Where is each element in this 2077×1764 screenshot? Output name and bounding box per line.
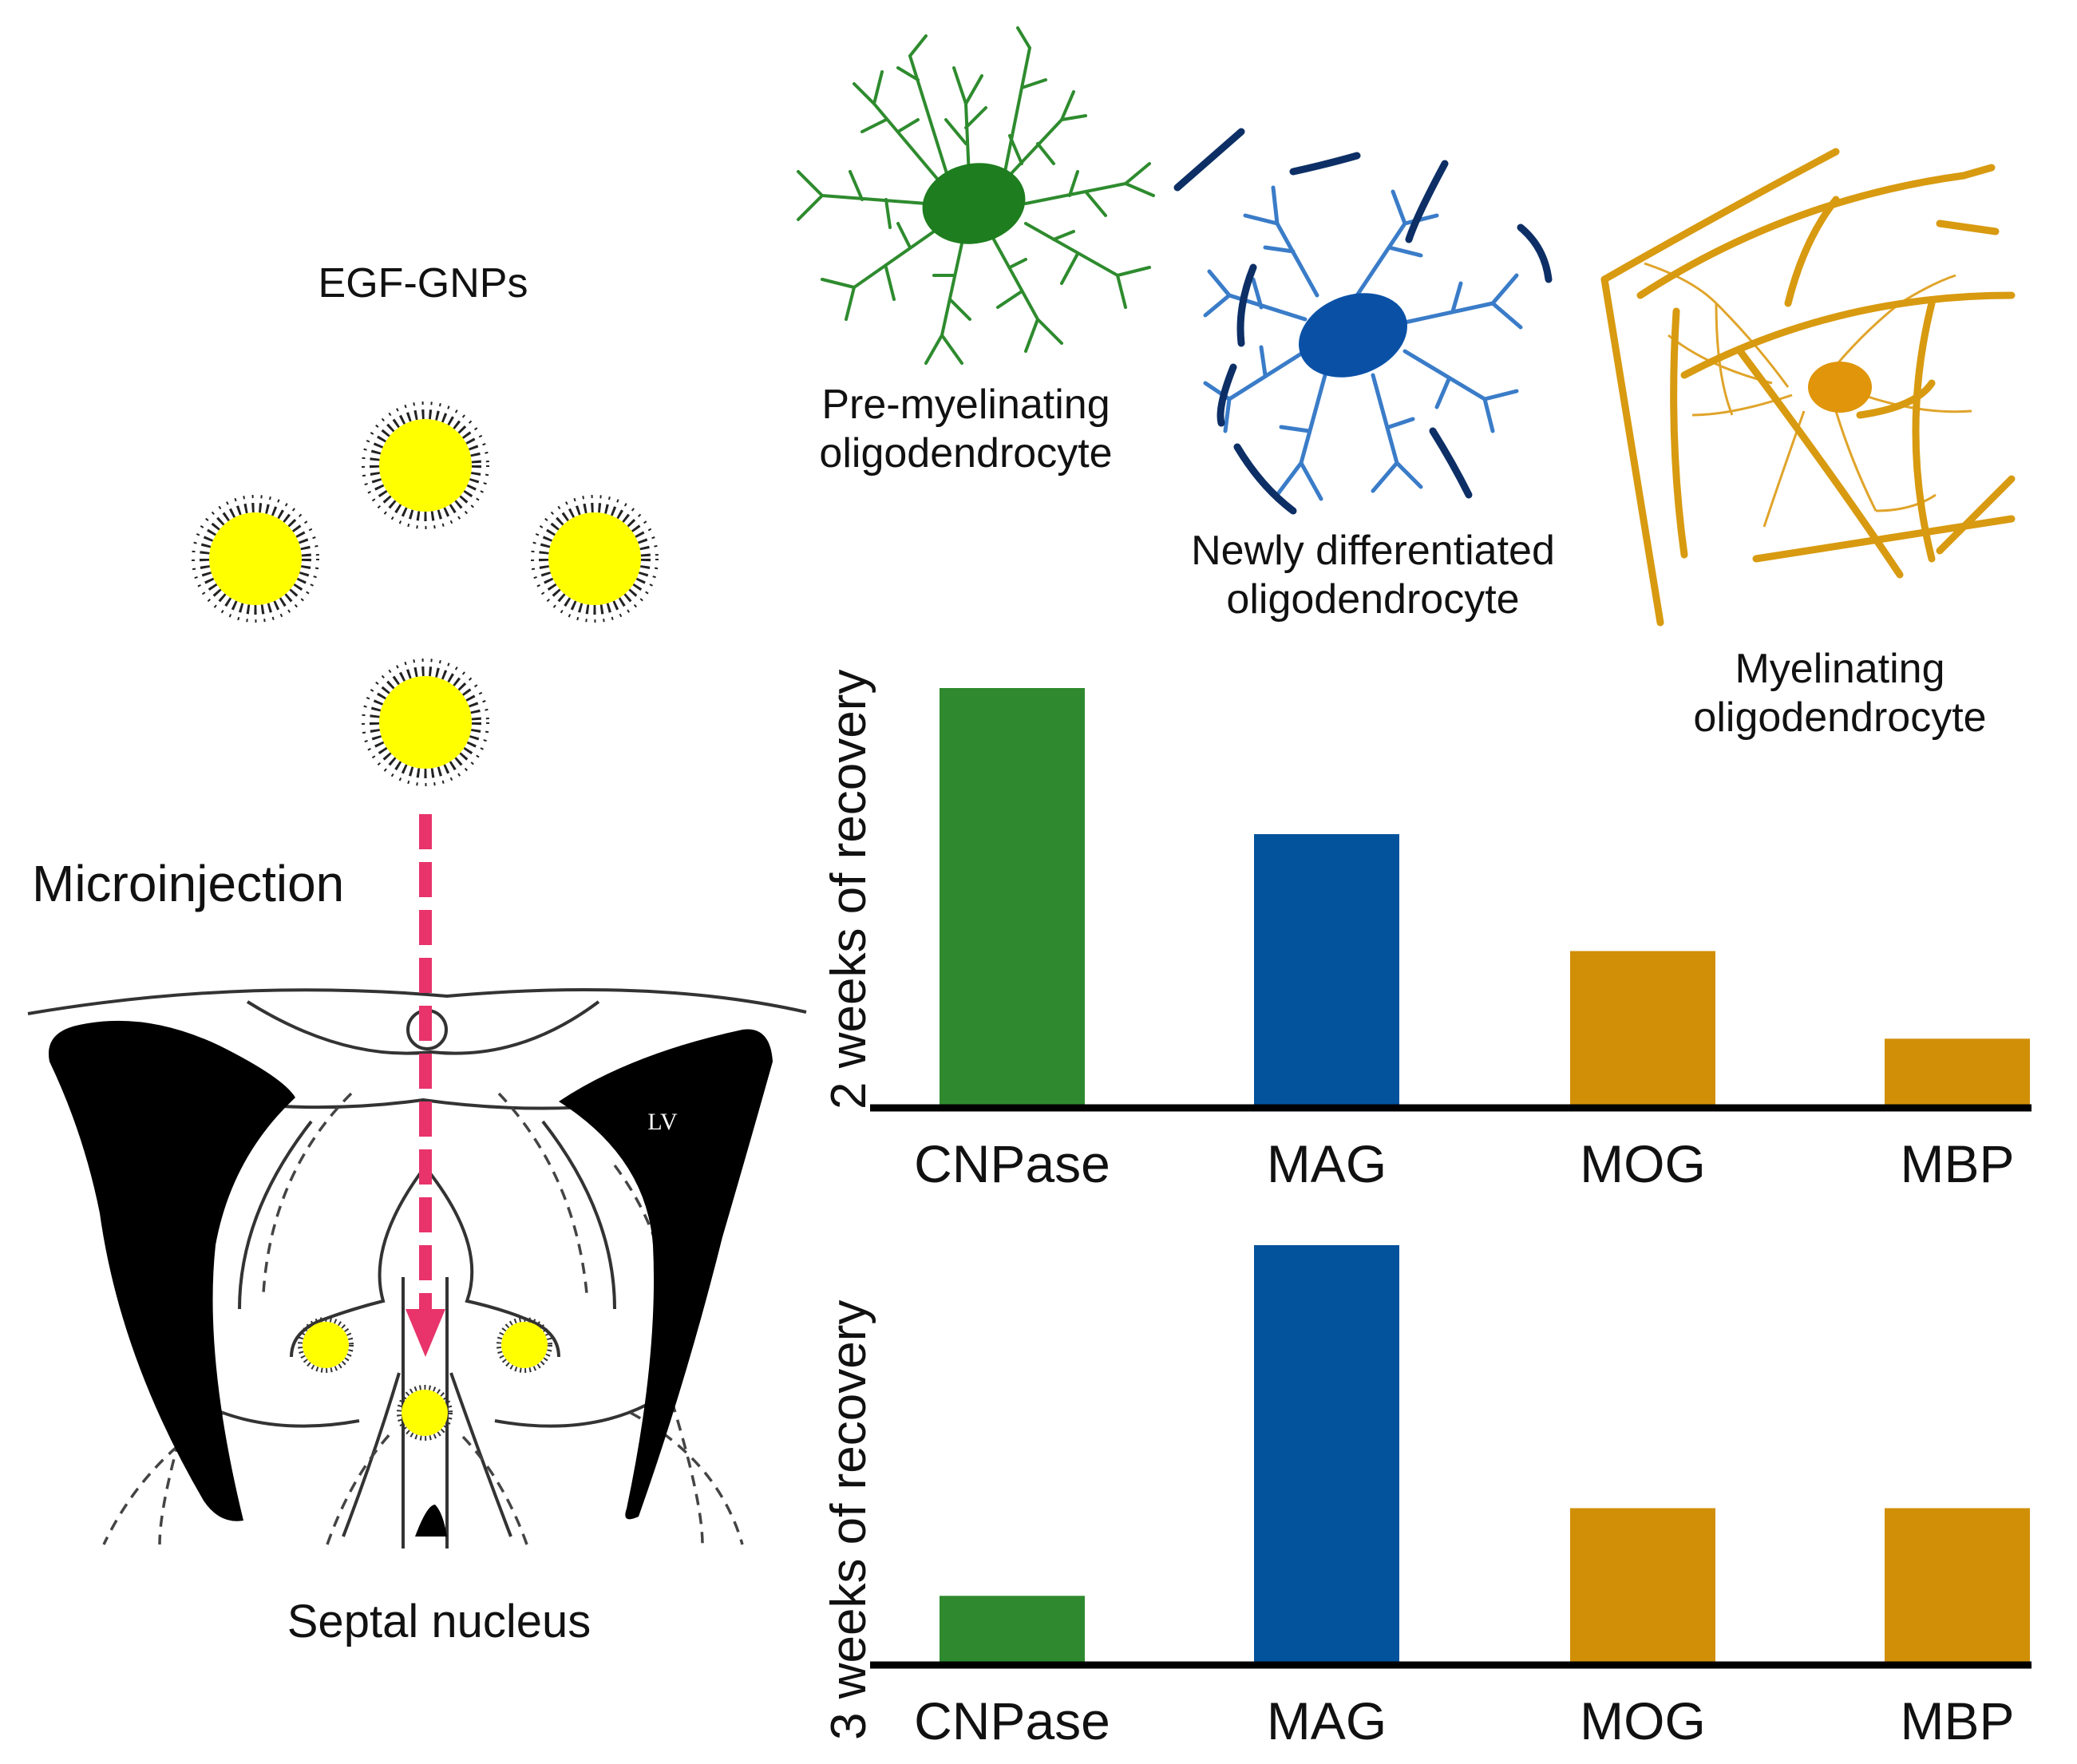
chart-3-weeks [870,1245,2032,1669]
cell-label-line2: oligodendrocyte [1693,694,1987,742]
x-tick-label: MOG [1580,1691,1706,1750]
cell-label-line1: Newly differentiated [1191,528,1555,574]
cell-label-line1: Pre-myelinating [821,382,1110,428]
cell-label-newly-differentiated: Newly differentiated oligodendrocyte [1149,527,1596,625]
nanoparticle-top [363,403,488,528]
cell-label-line2: oligodendrocyte [819,430,1113,477]
third-ventricle-notch [415,1505,447,1537]
right-lateral-ventricle [559,1029,773,1520]
bar-mbp [1885,1038,2030,1105]
x-tick-label: MOG [1580,1134,1706,1193]
cell-label-line1: Myelinating [1735,646,1945,692]
nanoparticle-left [193,496,318,621]
chart-2-weeks [870,688,2032,1112]
bar-cnpase [940,688,1085,1105]
bar-cnpase [940,1596,1085,1663]
x-tick-label: MBP [1900,1691,2015,1750]
bar-mog [1570,951,1715,1105]
injection-label: Microinjection [32,855,345,912]
x-tick-label: CNPase [914,1134,1110,1193]
cell-label-pre-myelinating: Pre-myelinating oligodendrocyte [774,381,1157,479]
newly-differentiated-cell [1173,128,1553,515]
y-axis-label: 3 weeks of recovery [821,1299,876,1740]
region-label: Septal nucleus [287,1596,591,1647]
y-axis-label: 2 weeks of recovery [821,669,876,1109]
bar-mog [1570,1508,1715,1663]
x-tick-label: MAG [1266,1691,1387,1750]
bar-mag [1254,834,1399,1105]
x-tick-label: CNPase [914,1691,1110,1750]
cell-label-myelinating: Myelinating oligodendrocyte [1640,645,2039,743]
myelinating-cell [1600,148,2016,627]
nanoparticle-label: EGF-GNPs [318,260,528,307]
injected-nanoparticle-right [499,1319,550,1370]
pre-myelinating-cell [797,26,1155,365]
nanoparticle-bottom [363,660,488,785]
injected-nanoparticle-bottom [399,1387,450,1438]
bar-mbp [1885,1508,2030,1663]
ventricle-label: LV [647,1109,678,1135]
cell-label-line2: oligodendrocyte [1226,576,1520,623]
injection-arrow-head [406,1309,445,1357]
bar-mag [1254,1245,1399,1663]
left-lateral-ventricle [48,1020,295,1521]
x-tick-label: MAG [1266,1134,1387,1193]
nanoparticle-right [532,496,657,621]
x-tick-label: MBP [1900,1134,2015,1193]
